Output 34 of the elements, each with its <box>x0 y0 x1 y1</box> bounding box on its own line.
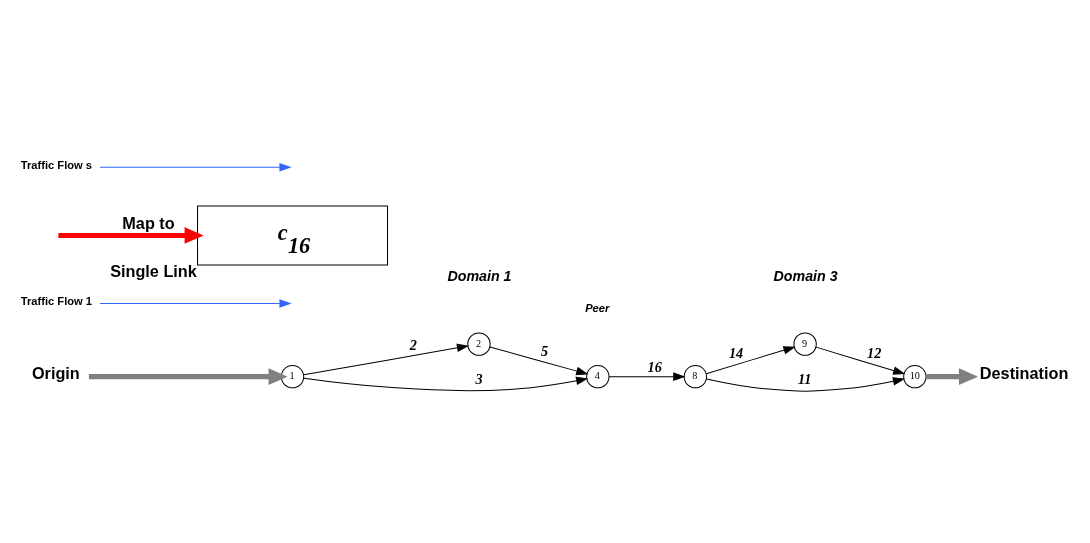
edge-label: 3 <box>475 370 483 387</box>
edge-label: 12 <box>867 344 882 361</box>
edge-label: Map to <box>122 213 175 232</box>
arrow <box>489 345 589 375</box>
edge-label: 14 <box>728 344 744 361</box>
node-circle: 8 <box>683 364 708 388</box>
label: Domain 1 <box>447 267 512 284</box>
node-circle: 9 <box>793 331 817 356</box>
arrow <box>926 367 978 385</box>
arrow <box>99 162 292 172</box>
arrow <box>705 345 796 374</box>
node-text: Traffic Flow 1 <box>20 294 93 307</box>
node-text: Traffic Flow s <box>20 158 93 171</box>
arrow <box>99 298 292 308</box>
arrow <box>88 367 288 385</box>
arrow <box>303 343 470 375</box>
edge-label: 5 <box>540 342 549 359</box>
node-circle: 4 <box>586 364 610 388</box>
node-label: Single Link <box>110 261 197 280</box>
arrow <box>58 226 204 244</box>
node-text: Destination <box>979 363 1069 382</box>
node-circle: 1 <box>280 364 305 388</box>
label: Domain 3 <box>773 267 838 284</box>
node-text: Origin <box>31 363 80 382</box>
label: Peer <box>585 301 610 314</box>
arrow <box>815 346 906 375</box>
node-circle: 2 <box>467 331 491 356</box>
arrow <box>608 371 686 381</box>
arrow <box>706 376 906 392</box>
edge-label: 11 <box>797 370 812 387</box>
edge-label: 2 <box>409 336 417 353</box>
node-circle: 10 <box>903 364 927 388</box>
edge-label: 16 <box>647 358 662 375</box>
arrow <box>303 376 589 391</box>
